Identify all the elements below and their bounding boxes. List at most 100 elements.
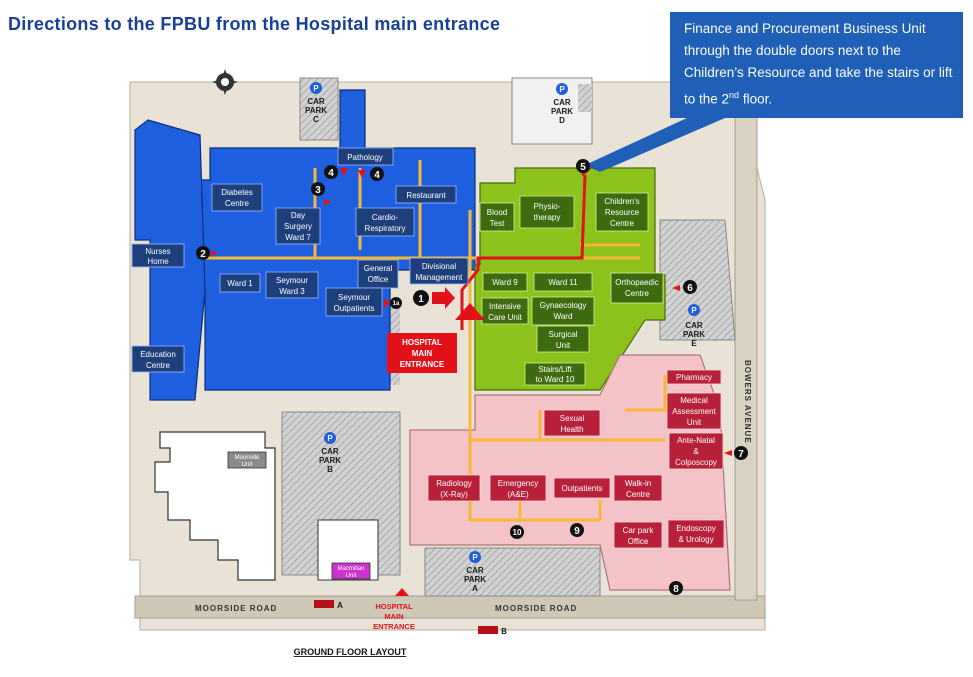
marker-1: 1 xyxy=(418,294,424,305)
carpark-e-3: E xyxy=(691,339,697,348)
unit-outpatients[interactable] xyxy=(553,477,611,499)
unit-stairs[interactable] xyxy=(524,362,586,386)
label-macmillan-2: Unit xyxy=(346,573,357,579)
unit-moorside[interactable] xyxy=(227,451,267,469)
unit-radiology[interactable] xyxy=(427,474,481,502)
carpark-a-1: CAR xyxy=(466,566,484,575)
road-moorside-left: MOORSIDE ROAD xyxy=(195,604,277,613)
label-ward1: Ward 1 xyxy=(227,279,253,288)
bus-stop-a: A xyxy=(337,601,343,610)
p-symbol-d: P xyxy=(559,85,565,94)
label-seymour3-1: Seymour xyxy=(276,276,308,285)
label-education-1: Education xyxy=(140,350,176,359)
car-park-a xyxy=(424,547,601,597)
unit-blood-test[interactable] xyxy=(479,202,515,232)
label-stairs-2: to Ward 10 xyxy=(536,375,575,384)
label-genoffice-2: Office xyxy=(368,275,389,284)
label-daysurgery-1: Day xyxy=(291,211,305,220)
unit-carpark-office[interactable] xyxy=(613,521,663,549)
label-intensive-2: Care Unit xyxy=(488,313,523,322)
road-bowers: BOWERS AVENUE xyxy=(743,360,752,444)
label-emergency-2: (A&E) xyxy=(507,490,529,499)
unit-surgical[interactable] xyxy=(536,325,590,353)
label-cpoffice-2: Office xyxy=(628,537,649,546)
label-antenatal-3: Colposcopy xyxy=(675,458,717,467)
unit-ward9[interactable] xyxy=(482,272,528,292)
label-moorside-1: Moorside xyxy=(235,455,260,461)
marker-10: 10 xyxy=(513,528,522,537)
label-gynae-1: Gynaecology xyxy=(540,301,587,310)
bottom-entrance-2: MAIN xyxy=(384,612,403,621)
carpark-c-2: PARK xyxy=(305,106,327,115)
label-cardio-1: Cardio- xyxy=(372,213,399,222)
moorside-building xyxy=(154,431,276,581)
unit-macmillan[interactable] xyxy=(331,562,371,580)
unit-emergency[interactable] xyxy=(489,474,547,502)
label-surgical-1: Surgical xyxy=(549,330,578,339)
label-diabetes-1: Diabetes xyxy=(221,188,253,197)
label-emergency-1: Emergency xyxy=(498,479,538,488)
unit-walkin[interactable] xyxy=(613,474,663,502)
label-intensive-1: Intensive xyxy=(489,302,522,311)
unit-antenatal[interactable] xyxy=(668,432,724,470)
callout-sup: nd xyxy=(729,90,740,100)
unit-pharmacy[interactable] xyxy=(666,369,722,385)
unit-seymour-ward3[interactable] xyxy=(265,271,319,299)
label-nurses-2: Home xyxy=(147,257,169,266)
unit-seymour-outpatients[interactable] xyxy=(325,287,383,317)
main-entrance-sign xyxy=(387,333,457,373)
unit-childrens[interactable] xyxy=(595,192,649,232)
carpark-b-1: CAR xyxy=(321,447,339,456)
unit-medical[interactable] xyxy=(666,392,722,430)
label-divisional-1: Divisional xyxy=(422,262,456,271)
label-restaurant: Restaurant xyxy=(406,191,446,200)
carpark-e-2: PARK xyxy=(683,330,705,339)
label-seymourop-2: Outpatients xyxy=(334,304,375,313)
unit-general-office[interactable] xyxy=(357,259,399,289)
parking-icon xyxy=(310,82,700,563)
unit-ward11[interactable] xyxy=(533,272,593,292)
carpark-c-3: C xyxy=(313,115,319,124)
road-moorside-right: MOORSIDE ROAD xyxy=(495,604,577,613)
label-pathology: Pathology xyxy=(347,153,383,162)
unit-physio[interactable] xyxy=(519,195,575,229)
layout-label: GROUND FLOOR LAYOUT xyxy=(294,647,407,657)
label-endoscopy-2: & Urology xyxy=(678,535,713,544)
unit-education[interactable] xyxy=(131,345,185,373)
unit-sexual[interactable] xyxy=(543,409,601,437)
unit-restaurant[interactable] xyxy=(395,185,457,204)
unit-day-surgery[interactable] xyxy=(275,207,321,245)
unit-orthopaedic[interactable] xyxy=(610,272,664,304)
label-cpoffice-1: Car park xyxy=(623,526,655,535)
unit-nurses-home[interactable] xyxy=(131,243,185,268)
unit-pathology[interactable] xyxy=(337,147,394,166)
marker-2: 2 xyxy=(200,249,206,260)
unit-divisional[interactable] xyxy=(409,257,469,285)
unit-cardio[interactable] xyxy=(355,207,415,237)
unit-diabetes[interactable] xyxy=(211,183,263,212)
label-ortho-1: Orthopaedic xyxy=(615,278,659,287)
label-antenatal-1: Ante-Natal xyxy=(677,436,715,445)
label-physio-2: therapy xyxy=(534,213,561,222)
callout-pointer xyxy=(585,112,725,172)
unit-endoscopy[interactable] xyxy=(667,519,725,549)
label-ward11: Ward 11 xyxy=(548,278,578,287)
unit-ward1[interactable] xyxy=(219,273,261,293)
carpark-b-2: PARK xyxy=(319,456,341,465)
label-outpatients: Outpatients xyxy=(562,484,603,493)
label-medical-3: Unit xyxy=(687,418,702,427)
marker-3: 3 xyxy=(315,185,321,196)
p-symbol-c: P xyxy=(313,84,319,93)
unit-gynaecology[interactable] xyxy=(531,296,595,326)
label-daysurgery-3: Ward 7 xyxy=(285,233,311,242)
marker-5: 5 xyxy=(580,162,586,173)
carpark-e-1: CAR xyxy=(685,321,703,330)
carpark-a-2: PARK xyxy=(464,575,486,584)
label-childrens-1: Children's xyxy=(604,197,639,206)
p-symbol-b: P xyxy=(327,434,333,443)
p-symbol-a: P xyxy=(472,553,478,562)
label-daysurgery-2: Surgery xyxy=(284,222,312,231)
unit-intensive[interactable] xyxy=(481,297,529,325)
marker-1a: 1a xyxy=(393,301,400,307)
